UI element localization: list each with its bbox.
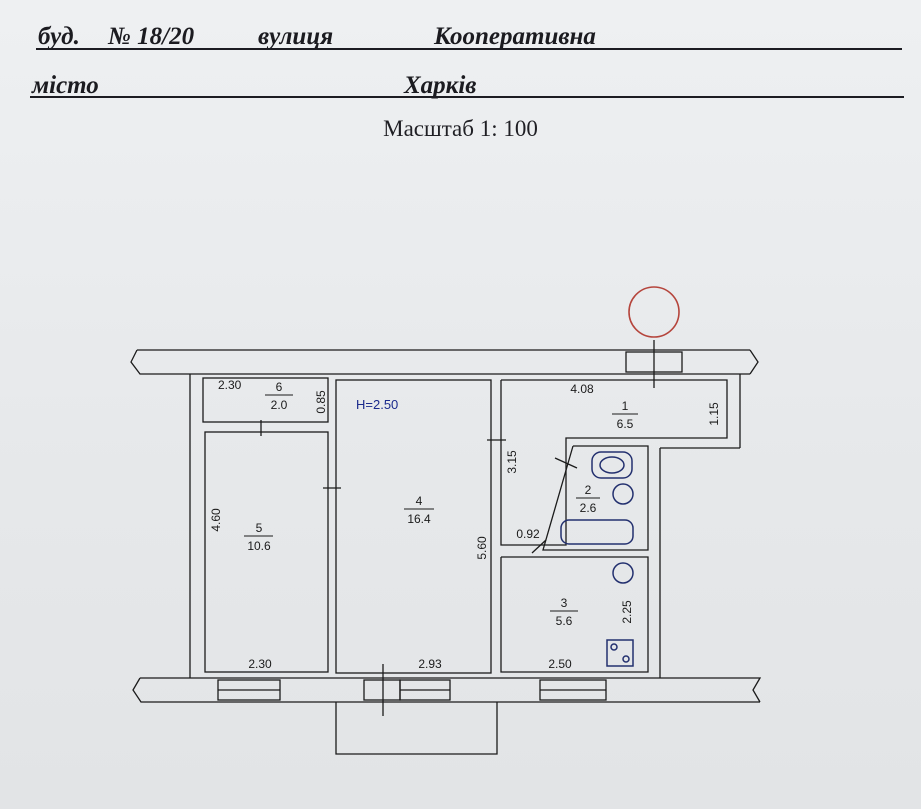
city-label: місто bbox=[32, 72, 99, 99]
room-5-number: 5 bbox=[256, 521, 263, 535]
room-6-outline bbox=[202, 377, 329, 423]
street-underline bbox=[36, 48, 902, 50]
dim-room1-width: 4.08 bbox=[570, 382, 594, 396]
door-room3 bbox=[531, 539, 547, 554]
outer-wall-bottom-outer bbox=[132, 677, 760, 703]
wall-outlines bbox=[130, 340, 762, 755]
break-right-top bbox=[749, 349, 759, 375]
room-5-area: 10.6 bbox=[247, 539, 271, 553]
dim-room3-width: 2.50 bbox=[548, 657, 572, 671]
window-room4-door bbox=[363, 679, 401, 701]
room-4-outline bbox=[335, 379, 492, 674]
dim-room5-width: 2.30 bbox=[248, 657, 272, 671]
dim-room4-length: 5.60 bbox=[475, 536, 489, 560]
room-3-number: 3 bbox=[561, 596, 568, 610]
dim-room1-depth: 1.15 bbox=[707, 402, 721, 426]
room-2-number: 2 bbox=[585, 483, 592, 497]
room-6-area: 2.0 bbox=[271, 398, 288, 412]
bathtub-icon bbox=[560, 519, 634, 545]
room-1-number: 1 bbox=[622, 399, 629, 413]
scale-label: Масштаб 1: 100 bbox=[383, 116, 538, 141]
break-left-top bbox=[130, 349, 190, 375]
stove-burner-2-icon bbox=[622, 655, 630, 663]
dim-room4-width: 2.93 bbox=[418, 657, 442, 671]
entrance-marker-circle bbox=[628, 286, 680, 338]
dim-room6-width: 2.30 bbox=[218, 378, 242, 392]
break-right-bottom bbox=[660, 677, 762, 703]
room-2-area: 2.6 bbox=[580, 501, 597, 515]
room-1-area: 6.5 bbox=[617, 417, 634, 431]
street-name: Кооперативна bbox=[434, 23, 596, 50]
stove-burner-1-icon bbox=[610, 643, 618, 651]
dim-room5-length: 4.60 bbox=[209, 508, 223, 532]
stove-icon bbox=[606, 639, 634, 667]
room-5-outline bbox=[204, 431, 329, 673]
room-4-number: 4 bbox=[416, 494, 423, 508]
toilet-icon bbox=[591, 451, 633, 479]
toilet-bowl-icon bbox=[599, 456, 625, 474]
sanitary-fixtures bbox=[560, 451, 634, 667]
dim-room6-depth: 0.85 bbox=[314, 390, 328, 414]
room-3-area: 5.6 bbox=[556, 614, 573, 628]
room-4-area: 16.4 bbox=[407, 512, 431, 526]
room-3-outline bbox=[500, 556, 649, 673]
city-underline bbox=[30, 96, 904, 98]
ceiling-height-label: H=2.50 bbox=[356, 397, 398, 412]
dim-room3-depth: 2.25 bbox=[620, 600, 634, 624]
kitchen-sink-icon bbox=[612, 562, 634, 584]
city-name: Харків bbox=[404, 72, 477, 99]
bath-sink-icon bbox=[612, 483, 634, 505]
building-label: буд. bbox=[38, 23, 80, 50]
dim-bath-offset: 0.92 bbox=[516, 527, 540, 541]
area-fraction-bars bbox=[244, 394, 638, 612]
building-number: № 18/20 bbox=[108, 23, 195, 50]
dim-partition: 3.15 bbox=[505, 450, 519, 474]
door-room2 bbox=[554, 457, 578, 469]
room-1-outline bbox=[500, 379, 728, 546]
room-6-number: 6 bbox=[276, 380, 283, 394]
street-label: вулиця bbox=[258, 23, 334, 50]
room-2-outline bbox=[542, 445, 649, 551]
balcony-outline bbox=[335, 702, 498, 755]
